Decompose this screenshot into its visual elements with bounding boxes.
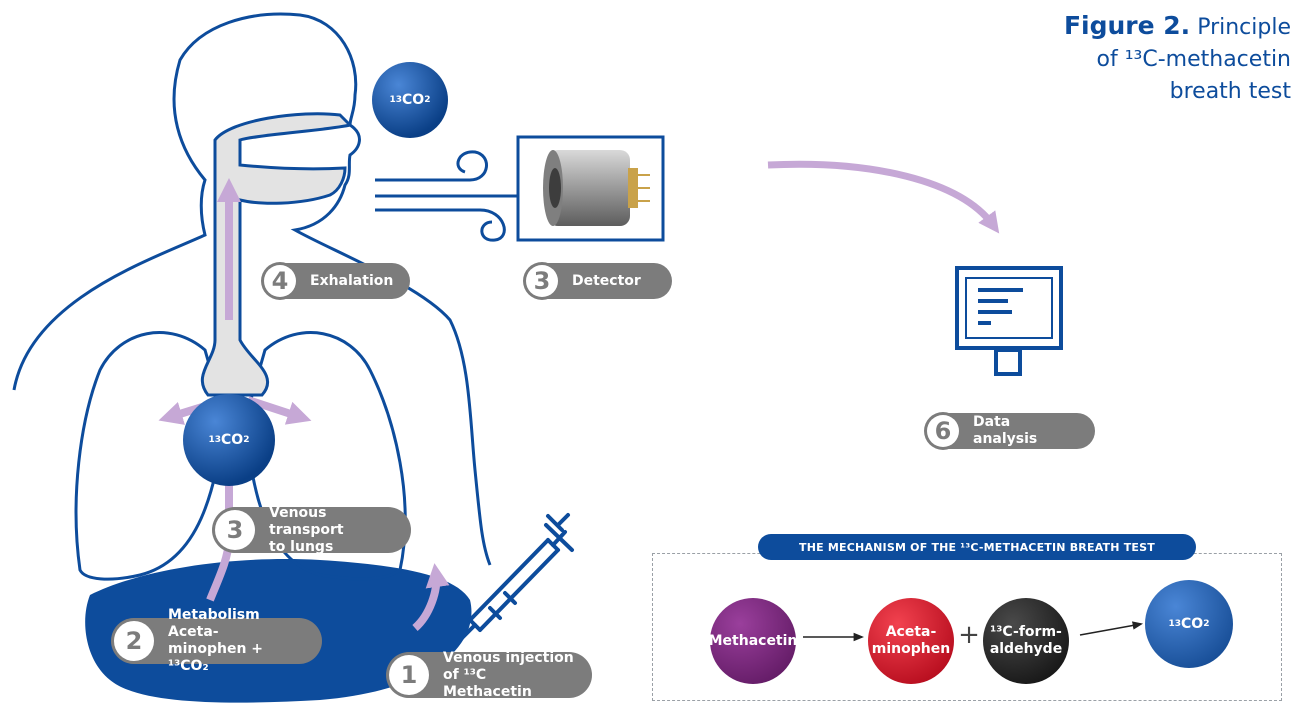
lungs-icon <box>74 331 227 581</box>
mechanism-title: THE MECHANISM OF THE ¹³C-METHACETIN BREA… <box>758 534 1196 560</box>
acetaminophen-molecule: Aceta-minophen <box>868 598 954 684</box>
plus-sign: + <box>958 620 980 650</box>
formaldehyde-molecule: ¹³C-form-aldehyde <box>983 598 1069 684</box>
human-outline-icon <box>12 12 492 566</box>
methacetin-molecule: Methacetin <box>709 598 797 684</box>
syringe-icon <box>453 513 574 647</box>
airway <box>200 112 353 397</box>
step-detector: 3 Detector <box>524 263 672 299</box>
figure-label: Figure 2. <box>1063 11 1191 40</box>
step-metabolism: 2 Metabolism Aceta-minophen + ¹³CO₂ <box>112 607 322 674</box>
breath-swirl-icon <box>375 150 535 242</box>
arrow-to-co2 <box>1079 621 1144 636</box>
figure-caption: Figure 2. Principle of ¹³C-methacetin br… <box>1063 11 1291 104</box>
step-data-analysis: 6 Data analysis <box>925 413 1095 449</box>
detector-sensor-icon <box>543 150 650 226</box>
monitor-icon <box>955 266 1063 376</box>
step-exhalation: 4 Exhalation <box>262 263 410 299</box>
